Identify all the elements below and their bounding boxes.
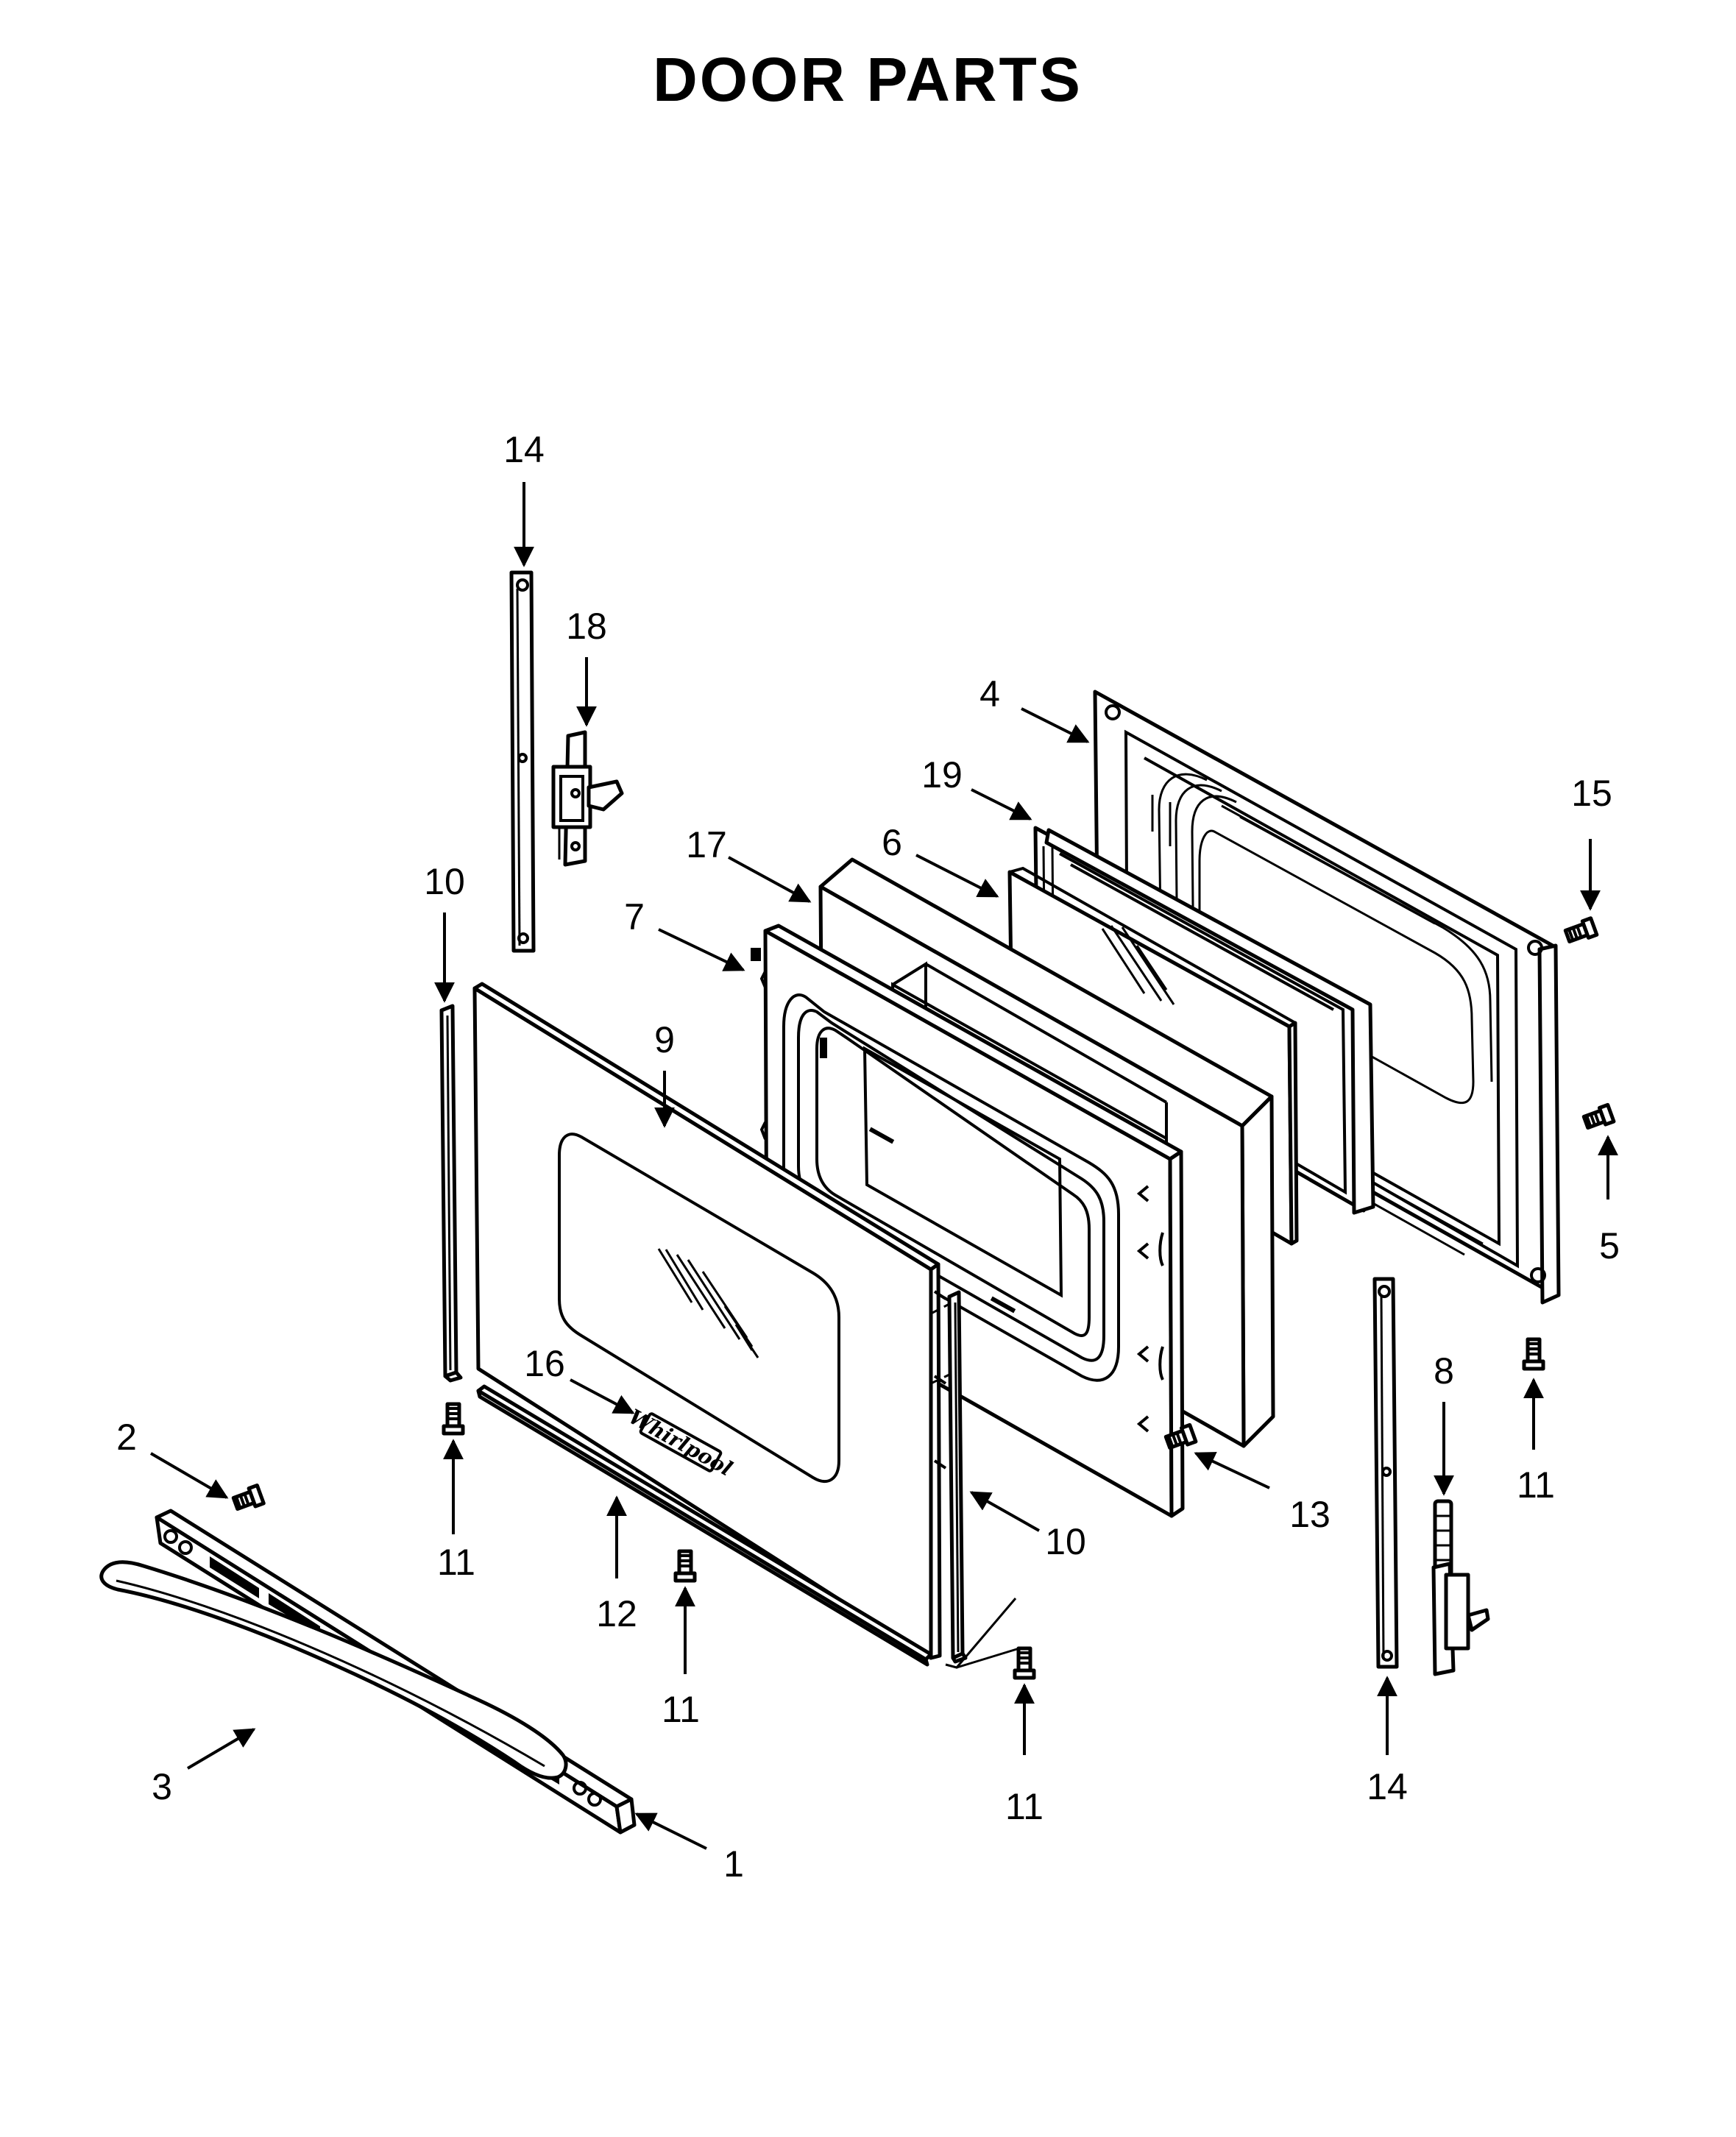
leader-6 <box>915 854 999 898</box>
leader-arrows <box>149 482 1618 1850</box>
callout-18: 18 <box>566 606 607 647</box>
part-14-hinge-receiver-right <box>1372 1277 1399 1669</box>
part-7-inner-door-liner <box>751 924 1185 1518</box>
callout-11-far-right: 11 <box>1517 1464 1555 1506</box>
callout-17: 17 <box>686 824 727 865</box>
part-9-outer-door-panel: Whirlpool <box>472 982 942 1660</box>
callout-7: 7 <box>624 896 645 938</box>
part-18-hinge-left <box>551 730 624 867</box>
leader-4 <box>1021 707 1090 743</box>
callout-19: 19 <box>921 754 963 795</box>
callout-14-bottom: 14 <box>1367 1766 1408 1807</box>
part-11-screw-c <box>1013 1646 1036 1680</box>
part-2-screw <box>231 1483 266 1512</box>
callout-8: 8 <box>1434 1350 1454 1392</box>
leader-1 <box>634 1812 707 1850</box>
callout-10-left: 10 <box>424 861 465 902</box>
callout-labels: 14 18 10 7 9 17 6 19 4 15 5 11 8 14 13 1… <box>116 429 1620 1885</box>
alignment-lines <box>930 1303 1020 1669</box>
callout-16: 16 <box>524 1343 565 1384</box>
callout-15: 15 <box>1571 773 1612 814</box>
part-11-screw-d <box>1522 1337 1545 1371</box>
leader-19 <box>971 788 1032 821</box>
part-3-door-handle <box>99 1560 568 1780</box>
diagram-title: DOOR PARTS <box>653 45 1083 114</box>
part-11-screw-b <box>673 1549 697 1583</box>
callout-13: 13 <box>1289 1494 1331 1535</box>
part-5-screw <box>1581 1102 1616 1130</box>
callout-2: 2 <box>116 1417 137 1458</box>
callout-10-right: 10 <box>1045 1521 1086 1562</box>
part-14-hinge-receiver-left <box>509 570 536 953</box>
leader-17 <box>728 856 812 903</box>
part-13-screw <box>1163 1422 1198 1450</box>
part-10-side-trim-left <box>439 1004 463 1383</box>
callout-12: 12 <box>596 1593 637 1634</box>
leader-3 <box>186 1728 256 1770</box>
part-8-hinge-right <box>1431 1499 1490 1676</box>
part-12-bottom-trim <box>476 1384 933 1667</box>
callout-9: 9 <box>654 1019 675 1060</box>
leader-16 <box>570 1378 635 1414</box>
callout-11-right: 11 <box>1005 1786 1044 1827</box>
callout-5: 5 <box>1599 1225 1620 1266</box>
leader-2 <box>149 1452 229 1499</box>
part-15-screw <box>1563 916 1599 944</box>
callout-11-center: 11 <box>662 1689 700 1730</box>
callout-3: 3 <box>152 1766 172 1807</box>
callout-6: 6 <box>882 822 902 863</box>
leader-7 <box>658 928 745 971</box>
callout-1: 1 <box>723 1843 744 1885</box>
callout-11-left: 11 <box>437 1542 475 1583</box>
callout-4: 4 <box>979 673 1000 715</box>
part-11-screw-a <box>442 1402 465 1436</box>
leader-10-right <box>969 1491 1040 1532</box>
part-10-side-trim-right <box>933 1290 968 1664</box>
leader-13 <box>1194 1452 1270 1489</box>
callout-14-top: 14 <box>503 429 545 470</box>
